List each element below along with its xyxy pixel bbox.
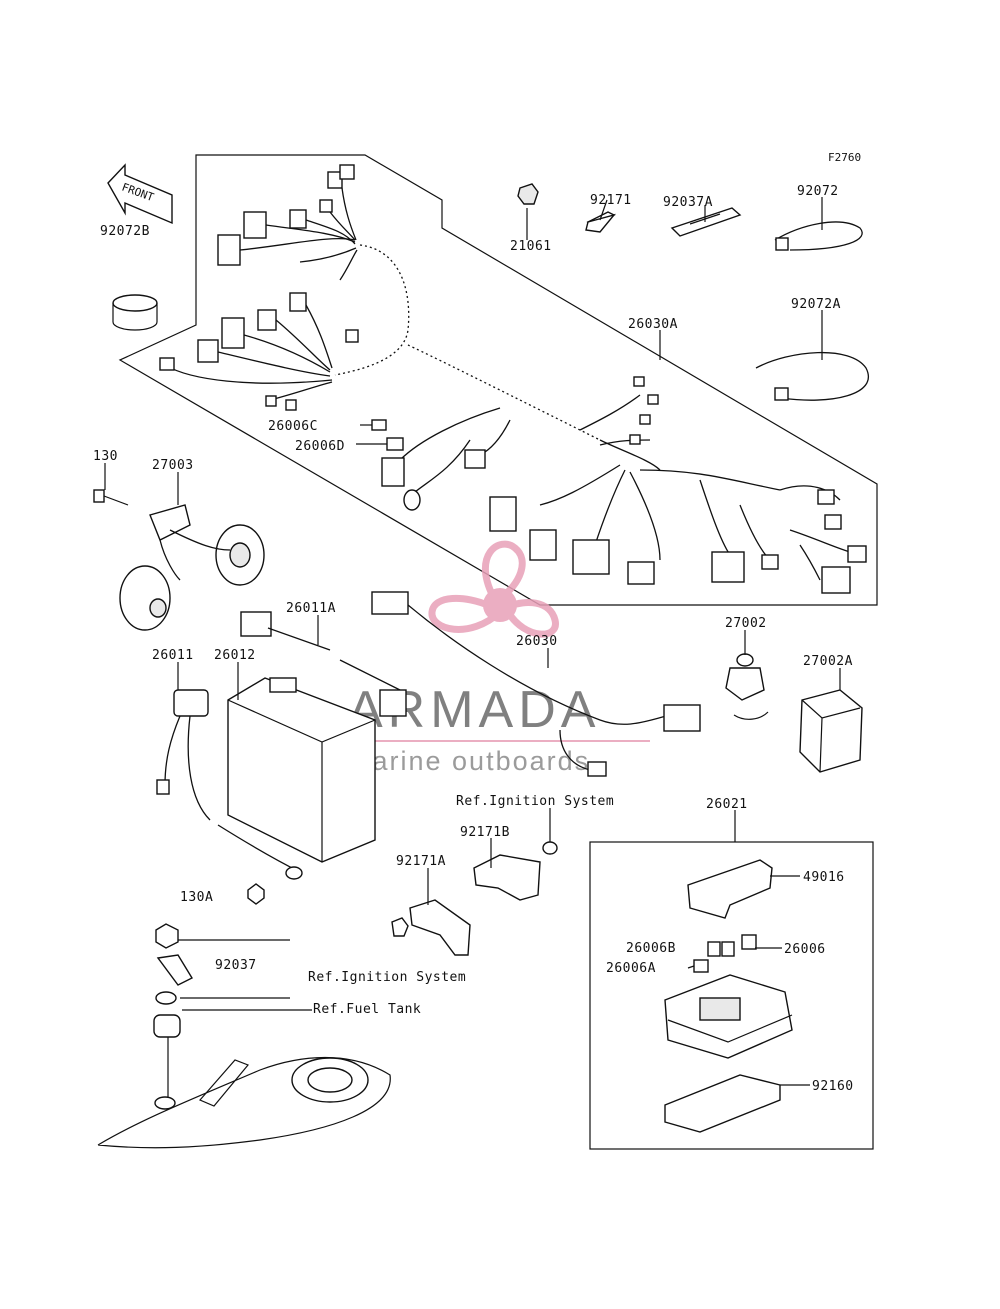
part-26030-harness bbox=[371, 591, 701, 777]
part-26006-fuses bbox=[693, 934, 757, 973]
label-92037A: 92037A bbox=[663, 195, 713, 210]
fuse-box-panel-outline bbox=[589, 841, 874, 1150]
part-27002-relay bbox=[725, 653, 769, 720]
part-92072-band bbox=[774, 221, 863, 251]
label-26012: 26012 bbox=[214, 648, 256, 663]
label-92171: 92171 bbox=[590, 193, 632, 208]
part-26011-cable bbox=[156, 689, 211, 821]
watermark-subtitle: marine outboards bbox=[348, 746, 590, 776]
part-49016-cover bbox=[687, 859, 773, 919]
part-27003-horn bbox=[119, 504, 265, 631]
label-92072B: 92072B bbox=[100, 224, 150, 239]
part-26011A-cable bbox=[240, 611, 407, 717]
label-26030: 26030 bbox=[516, 634, 558, 649]
label-49016: 49016 bbox=[803, 870, 845, 885]
propeller-logo-icon bbox=[428, 540, 559, 638]
label-27002: 27002 bbox=[725, 616, 767, 631]
front-direction-arrow: FRONT bbox=[107, 163, 173, 225]
figure-code: F2760 bbox=[828, 151, 861, 164]
label-92160: 92160 bbox=[812, 1079, 854, 1094]
label-92171A: 92171A bbox=[396, 854, 446, 869]
part-92160-tray bbox=[664, 1074, 781, 1133]
label-27002A: 27002A bbox=[803, 654, 853, 669]
part-92171A-bracket bbox=[391, 899, 471, 956]
part-92037A-clamp bbox=[670, 207, 742, 237]
label-21061: 21061 bbox=[510, 239, 552, 254]
part-92072B-band bbox=[112, 294, 158, 331]
label-26011A: 26011A bbox=[286, 601, 336, 616]
label-92037: 92037 bbox=[215, 958, 257, 973]
label-26006D: 26006D bbox=[295, 439, 345, 454]
part-stack-92037 bbox=[153, 923, 312, 1100]
label-130: 130 bbox=[93, 449, 118, 464]
fuel-tank-outline bbox=[97, 1056, 391, 1149]
label-27003: 27003 bbox=[152, 458, 194, 473]
label-92171B: 92171B bbox=[460, 825, 510, 840]
label-92072: 92072 bbox=[797, 184, 839, 199]
label-ref-ignition-bottom: Ref.Ignition System bbox=[308, 970, 466, 985]
part-26006D-fuse bbox=[386, 437, 404, 451]
label-26006B: 26006B bbox=[626, 941, 676, 956]
label-26030A: 26030A bbox=[628, 317, 678, 332]
leader-lines bbox=[104, 197, 841, 1086]
part-26012-battery bbox=[227, 677, 376, 863]
part-92171B-bracket bbox=[473, 841, 558, 901]
label-26006C: 26006C bbox=[268, 419, 318, 434]
part-27002A-relay bbox=[799, 689, 863, 773]
part-labels: F2760 92072B 21061 92171 92037A 92072 92… bbox=[93, 151, 861, 1094]
part-21061-clip bbox=[517, 183, 539, 205]
main-wiring-harness bbox=[159, 164, 867, 594]
label-26006A: 26006A bbox=[606, 961, 656, 976]
fuse-block bbox=[664, 974, 793, 1059]
part-92171-bracket bbox=[585, 211, 616, 233]
harness-panel-outline bbox=[118, 154, 878, 606]
label-92072A: 92072A bbox=[791, 297, 841, 312]
label-130A: 130A bbox=[180, 890, 213, 905]
label-26011: 26011 bbox=[152, 648, 194, 663]
watermark: ARMADA marine outboards bbox=[348, 540, 650, 776]
label-26021: 26021 bbox=[706, 797, 748, 812]
part-92072A-band bbox=[755, 351, 869, 401]
label-26006: 26006 bbox=[784, 942, 826, 957]
label-ref-ignition-top: Ref.Ignition System bbox=[456, 794, 614, 809]
part-130-bolt bbox=[93, 489, 129, 506]
part-130A-bolt bbox=[217, 824, 303, 905]
part-26006C-fuse bbox=[371, 419, 387, 431]
label-ref-fuel-tank: Ref.Fuel Tank bbox=[313, 1002, 421, 1017]
